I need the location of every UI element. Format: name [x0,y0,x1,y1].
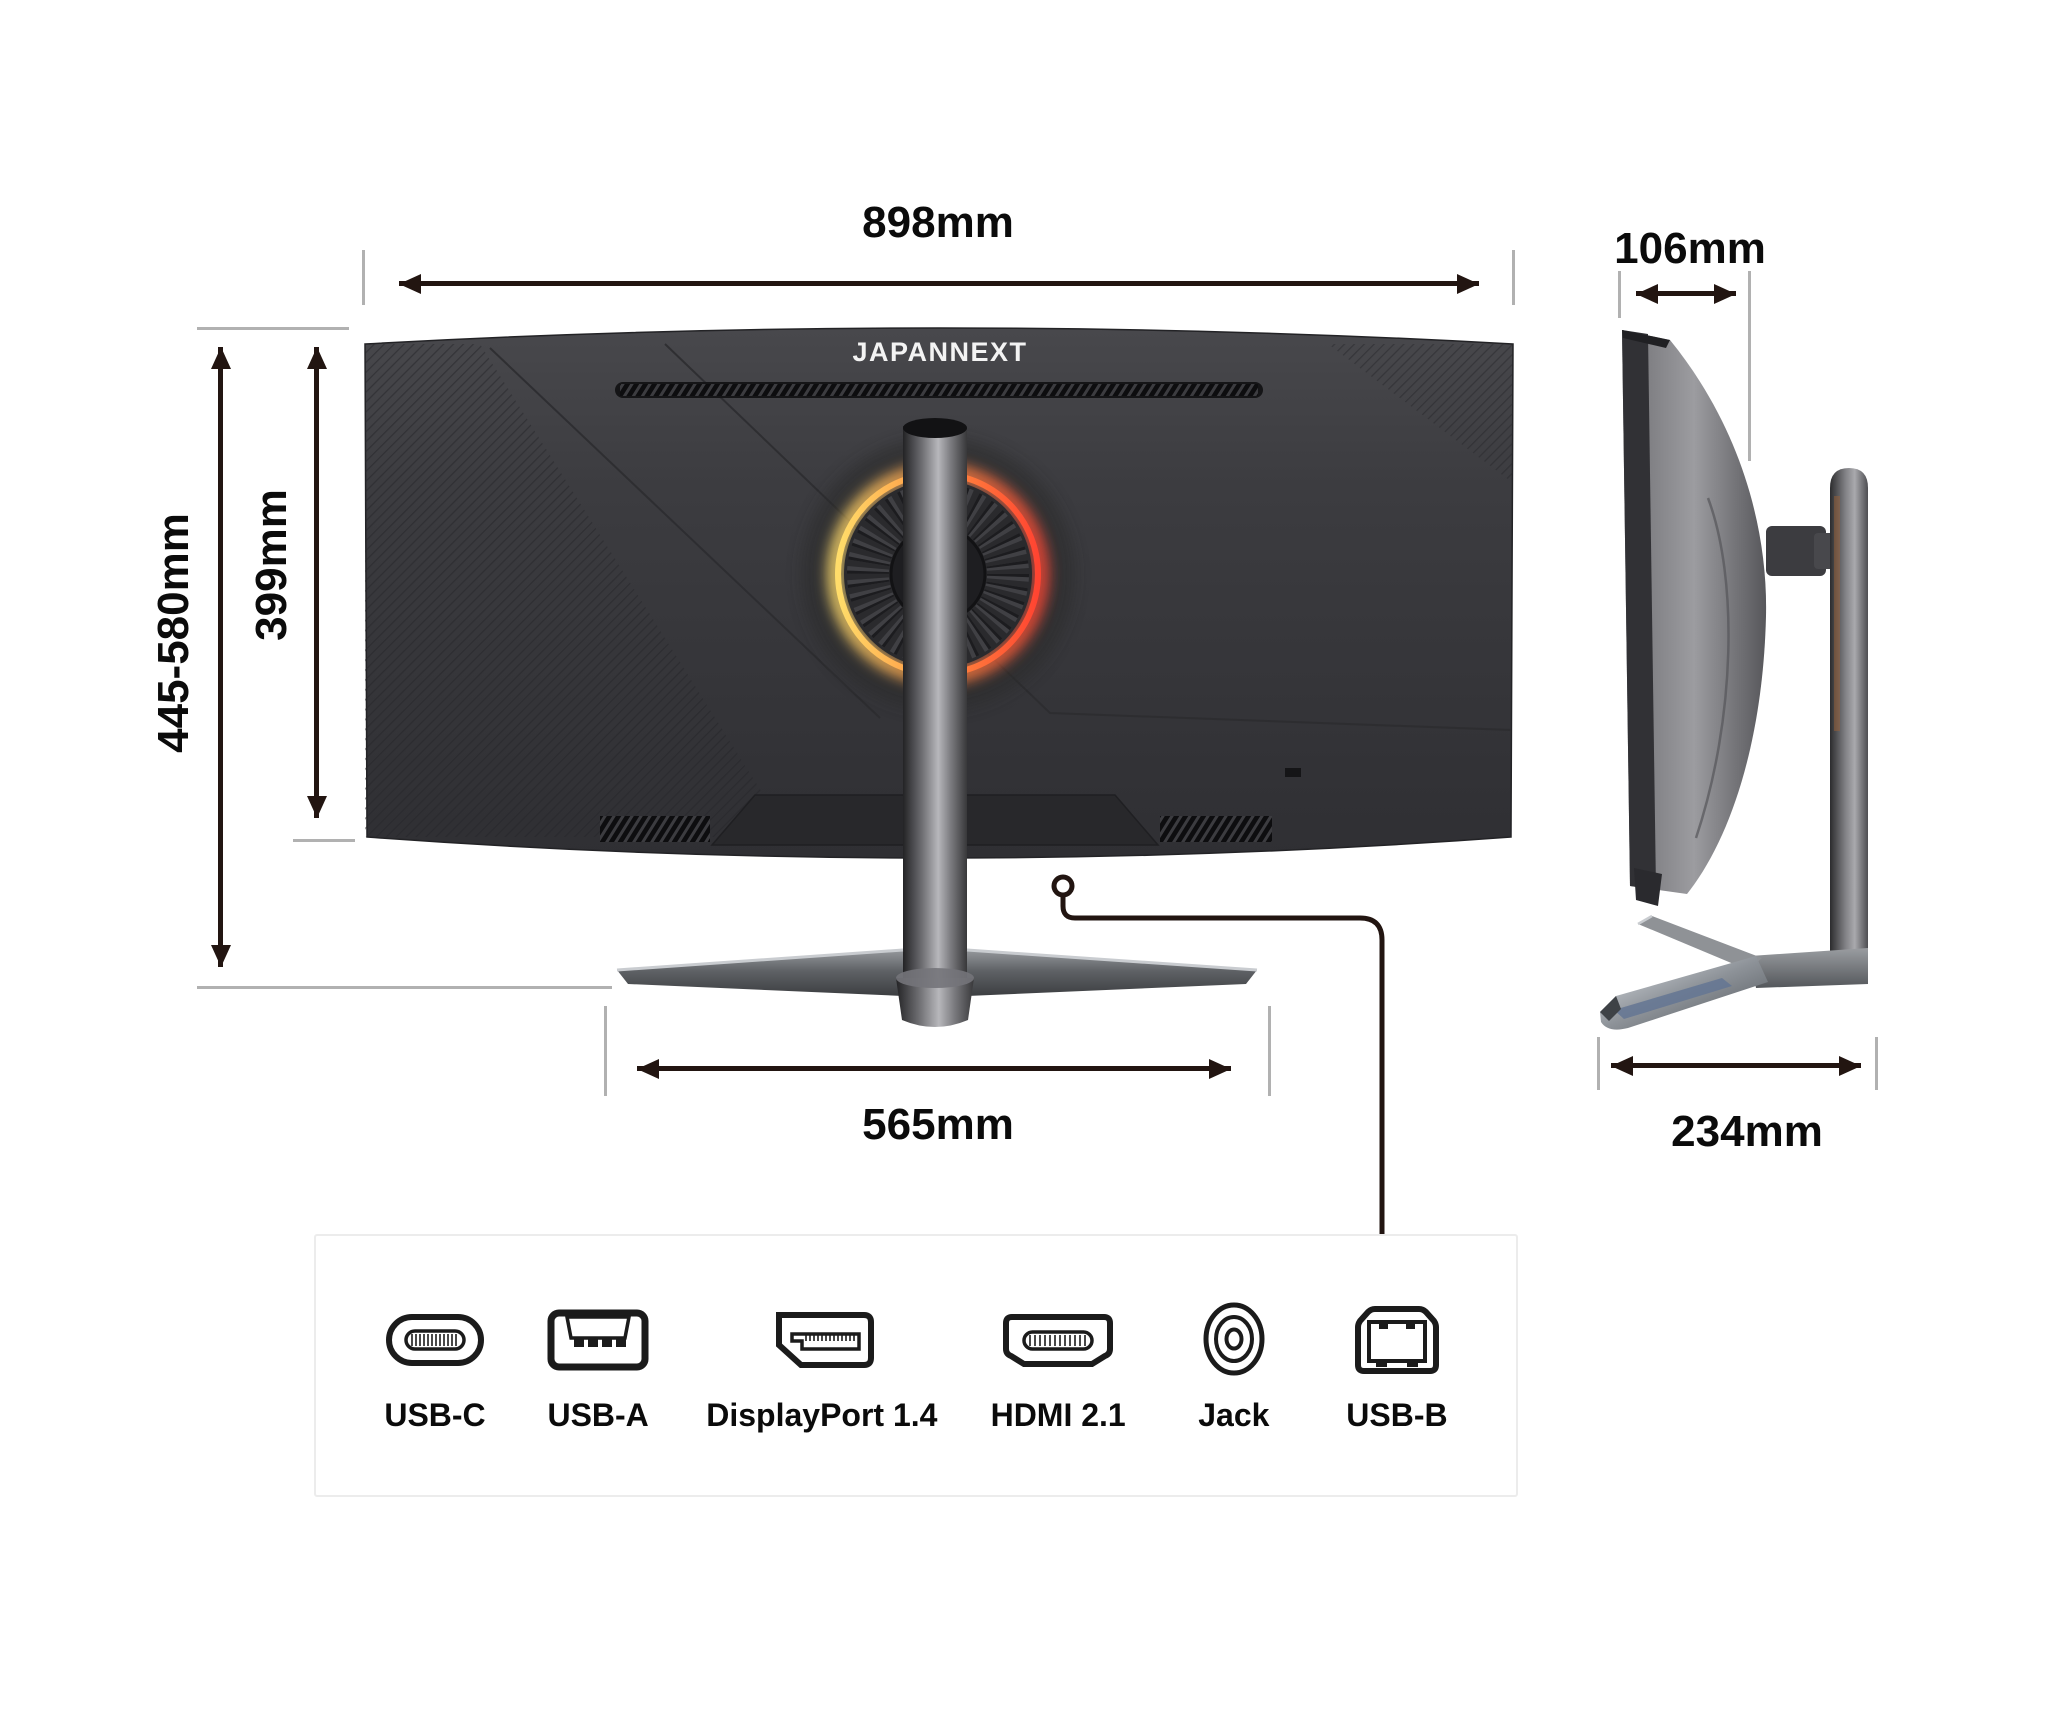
back-width-label: 898mm [862,198,1014,247]
stand-base-back [616,948,1258,1027]
panel-height-arrow [314,347,319,818]
port-label: USB-B [1346,1397,1448,1433]
extension-line [197,327,349,330]
port-label: USB-C [384,1397,486,1433]
panel-height-label: 399mm [247,489,296,641]
usb-c-port-icon [386,1314,484,1366]
audio-jack-icon [1203,1302,1265,1376]
extension-line [1512,250,1515,305]
port-item-usb-c: USB-C [380,1297,490,1434]
monitor-side-view [1600,330,1868,1030]
stand-pole-side [1830,468,1868,980]
usb-b-port-icon [1354,1306,1439,1374]
bottom-vent-right [1160,816,1272,842]
side-panel-slab [1622,330,1767,906]
extension-line [293,839,355,842]
hdmi-port-icon [1003,1314,1114,1367]
port-label: Jack [1198,1397,1270,1433]
port-item-usb-a: USB-A [543,1297,653,1434]
base-depth-label: 234mm [1671,1107,1823,1156]
stand-base-side [1600,914,1868,1030]
lock-slot [1285,768,1301,777]
callout-origin-dot [1051,874,1075,898]
vesa-hinge [1766,526,1836,576]
stand-width-label: 565mm [862,1100,1014,1149]
port-item-hdmi: HDMI 2.1 [991,1297,1126,1434]
monitor-back-view [364,327,1514,1027]
bottom-vent-left [600,816,710,842]
extension-line [362,250,365,305]
extension-line [1748,271,1751,461]
stand-width-arrow [637,1066,1231,1071]
height-range-arrow [218,347,223,967]
texture-band-left [365,344,790,837]
top-depth-label: 106mm [1614,224,1766,273]
port-item-usb-b: USB-B [1342,1297,1452,1434]
extension-line [1268,1006,1271,1096]
stand-pole-back [903,418,967,1001]
port-label: DisplayPort 1.4 [706,1397,938,1433]
ports-panel: USB-C USB-A DisplayPort 1.4 [314,1234,1518,1497]
usb-a-port-icon [547,1309,649,1371]
base-depth-arrow [1611,1063,1861,1068]
top-depth-arrow [1636,291,1736,296]
brand-logo: JAPANNEXT [852,337,1028,367]
extension-line [197,986,612,989]
extension-line [1875,1037,1878,1090]
port-label: HDMI 2.1 [990,1397,1126,1433]
ports-callout-line [1051,874,1385,1234]
port-label: USB-A [547,1397,649,1433]
back-width-arrow [399,281,1479,286]
port-item-jack: Jack [1179,1297,1289,1434]
port-item-displayport: DisplayPort 1.4 [706,1297,937,1434]
top-vent-slats [620,384,1258,396]
extension-line [1618,271,1621,318]
extension-line [604,1006,607,1096]
height-range-label: 445-580mm [149,513,198,753]
texture-band-right [1328,344,1513,483]
displayport-icon [775,1312,874,1368]
extension-line [1597,1037,1600,1090]
